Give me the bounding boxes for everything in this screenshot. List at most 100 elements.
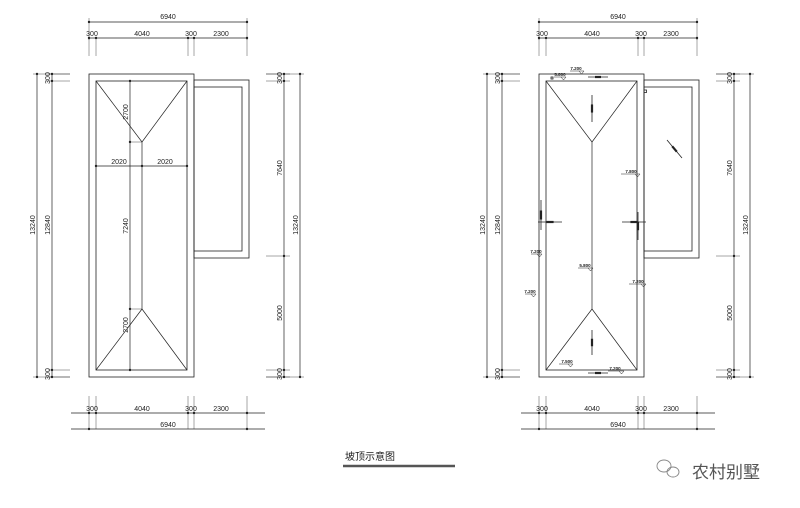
dim-annex-width-top: 2300 xyxy=(663,31,679,38)
dim-overall-width-top: 6940 xyxy=(610,14,626,21)
dim-overall-width-top: 6940 xyxy=(160,14,176,21)
dim-overall-length-left: 13240 xyxy=(480,215,487,235)
elevation-marker xyxy=(563,76,567,81)
dim-wall-left-top: 300 xyxy=(495,72,502,84)
elevation-label: 5.800 xyxy=(554,72,566,77)
elevation-marker xyxy=(640,283,644,288)
dim-main-width-top: 4040 xyxy=(584,31,600,38)
elevation-marker xyxy=(567,363,571,368)
dim-annex-width-bottom: 2300 xyxy=(213,406,229,413)
dim-wall-left-bottom: 300 xyxy=(45,368,52,380)
dim-hip-depth-top: 2700 xyxy=(123,104,130,120)
dim-annex-length: 7640 xyxy=(727,160,734,176)
downpipe-icon xyxy=(643,89,647,93)
elevation-marker xyxy=(621,370,625,375)
dim-half-width-left: 2020 xyxy=(111,159,127,166)
dim-tick xyxy=(128,79,132,83)
dim-main-width-top: 4040 xyxy=(134,31,150,38)
dim-wall-bottom-left: 300 xyxy=(86,406,98,413)
hip-line xyxy=(545,308,593,371)
dim-annex-width-bottom: 2300 xyxy=(663,406,679,413)
elevation-marker xyxy=(587,267,591,272)
dim-remaining-length: 5000 xyxy=(727,305,734,321)
elevation-marker xyxy=(590,267,594,272)
dim-wall-top-mid: 300 xyxy=(185,31,197,38)
elevation-marker xyxy=(618,370,622,375)
dim-overall-length-right: 13240 xyxy=(743,215,750,235)
elevation-marker xyxy=(560,76,564,81)
dim-wall-top-left: 300 xyxy=(536,31,548,38)
elevation-label: 5.800 xyxy=(579,263,591,268)
dim-hip-depth-bottom: 2700 xyxy=(123,317,130,333)
dim-wall-right-bottom: 300 xyxy=(727,368,734,380)
drainage-arrow-head xyxy=(671,145,678,153)
dim-wall-top-mid: 300 xyxy=(635,31,647,38)
annex-roof-outline xyxy=(193,79,250,259)
dim-overall-length-right: 13240 xyxy=(293,215,300,235)
main-roof-outline xyxy=(538,73,645,378)
elevation-marker xyxy=(533,293,537,298)
elevation-label: 7.200 xyxy=(530,249,542,254)
roof-plan-drainage: 6940 300 4040 300 2300 300 4040 300 2300… xyxy=(480,14,754,431)
main-roof-outline xyxy=(88,73,195,378)
dim-wall-left-top: 300 xyxy=(45,72,52,84)
dim-annex-length: 7640 xyxy=(277,160,284,176)
elevation-marker xyxy=(634,173,638,178)
hip-line xyxy=(591,308,638,371)
hip-line xyxy=(545,80,593,143)
dim-wall-right-top: 300 xyxy=(277,72,284,84)
hip-line xyxy=(591,80,638,143)
watermark-text: 农村别墅 xyxy=(692,463,760,483)
roof-plan-dimensioned: 6940 300 4040 300 2300 300 4040 300 2300… xyxy=(30,14,304,431)
dim-tick xyxy=(94,164,98,168)
hip-line xyxy=(95,308,143,371)
elevation-label: 7.200 xyxy=(524,289,536,294)
dim-wall-left-bottom: 300 xyxy=(495,368,502,380)
elevation-label: 7.500 xyxy=(561,359,573,364)
dim-tick xyxy=(128,368,132,372)
dim-annex-width-top: 2300 xyxy=(213,31,229,38)
elevation-marker xyxy=(530,293,534,298)
elevation-marker xyxy=(637,173,641,178)
main-roof-eave xyxy=(545,80,638,371)
elevation-marker xyxy=(578,70,582,75)
hip-line xyxy=(141,80,188,143)
dim-half-width-right: 2020 xyxy=(157,159,173,166)
downpipe-icon xyxy=(550,76,554,80)
dim-inner-length-left: 12840 xyxy=(495,215,502,235)
elevation-label: 7.800 xyxy=(625,169,637,174)
dim-ridge-length: 7240 xyxy=(123,218,130,234)
annex-roof-outline xyxy=(643,79,700,259)
dim-wall-bottom-mid: 300 xyxy=(635,406,647,413)
dim-wall-right-top: 300 xyxy=(727,72,734,84)
main-roof-eave xyxy=(95,80,188,371)
annex-roof-inner xyxy=(193,86,243,252)
dim-wall-top-left: 300 xyxy=(86,31,98,38)
dim-main-width-bottom: 4040 xyxy=(584,406,600,413)
elevation-marker xyxy=(570,363,574,368)
elevation-label: 7.200 xyxy=(609,366,621,371)
annex-roof-inner xyxy=(643,86,693,252)
elevation-marker xyxy=(539,253,543,258)
dim-wall-bottom-mid: 300 xyxy=(185,406,197,413)
dim-wall-bottom-left: 300 xyxy=(536,406,548,413)
hip-line xyxy=(95,80,143,143)
hip-line xyxy=(141,308,188,371)
elevation-marker xyxy=(536,253,540,258)
dim-inner-length-left: 12840 xyxy=(45,215,52,235)
dim-wall-right-bottom: 300 xyxy=(277,368,284,380)
dim-tick xyxy=(140,164,144,168)
drawing-caption: 坡顶示意图 xyxy=(345,450,395,463)
dim-main-width-bottom: 4040 xyxy=(134,406,150,413)
elevation-label: 7.200 xyxy=(570,66,582,71)
dim-overall-length-left: 13240 xyxy=(30,215,37,235)
elevation-label: 7.200 xyxy=(632,279,644,284)
elevation-marker xyxy=(581,70,585,75)
dim-remaining-length: 5000 xyxy=(277,305,284,321)
elevation-marker xyxy=(643,283,647,288)
dim-tick xyxy=(185,164,189,168)
dim-overall-width-bottom: 6940 xyxy=(610,422,626,429)
dim-overall-width-bottom: 6940 xyxy=(160,422,176,429)
wechat-icon xyxy=(656,459,680,478)
